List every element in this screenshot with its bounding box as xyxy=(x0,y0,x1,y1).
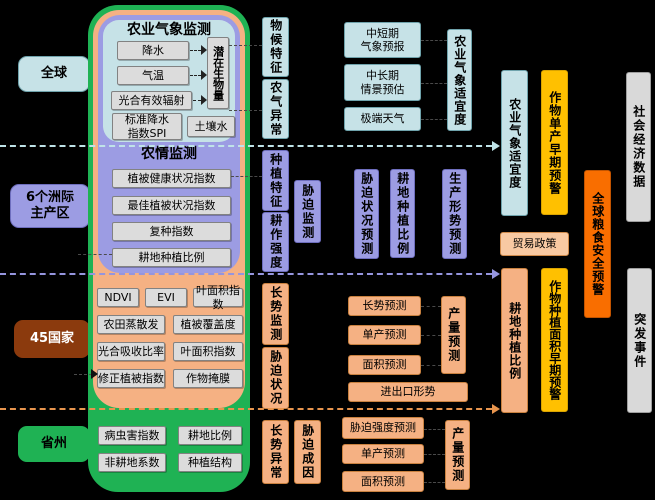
arrow-precip-biomass xyxy=(190,50,201,51)
forecast-production: 产量预测 xyxy=(441,296,466,374)
output-crop-yield-warning: 作物单产早期预警 xyxy=(541,70,568,215)
connector-area-production xyxy=(421,365,441,366)
connector-yield-production-prov xyxy=(424,454,445,455)
input-emergencies: 突发事件 xyxy=(627,268,652,413)
node-veg-health-index: 植被健康状况指数 xyxy=(112,169,231,188)
node-soil-moisture: 土壤水 xyxy=(187,116,235,137)
node-potential-biomass: 潜在生物量 xyxy=(207,37,229,109)
feature-growth-anomaly: 长势异常 xyxy=(262,420,289,484)
connector-arrowhead-black xyxy=(91,369,98,379)
agromet-title: 农业气象监测 xyxy=(127,22,211,39)
feature-stress-monitoring: 胁迫监测 xyxy=(294,180,321,243)
feature-phenology: 物候特征 xyxy=(262,17,289,77)
node-cropland-proportion: 耕地比例 xyxy=(178,426,242,445)
separator-global-continental xyxy=(0,145,492,147)
separator-arrowhead-orange xyxy=(492,404,500,414)
connector-panel-anomaly xyxy=(229,110,262,111)
node-precipitation: 降水 xyxy=(117,41,189,60)
separator-country-province xyxy=(0,408,492,410)
arrowhead xyxy=(201,45,207,55)
node-modified-veg-index: 修正植被指数 xyxy=(97,369,165,388)
arrow-temp-biomass xyxy=(190,75,201,76)
forecast-stress-intensity: 胁迫强度预测 xyxy=(342,417,424,439)
node-fpar: 光合吸收比率 xyxy=(97,342,165,361)
feature-planting-traits: 种植特征 xyxy=(262,150,289,211)
output-food-security-warning: 全球粮食安全预警 xyxy=(584,170,611,318)
node-pest-index: 病虫害指数 xyxy=(98,426,166,445)
scale-continental: 6个洲际 主产区 xyxy=(10,184,90,228)
separator-arrowhead-teal xyxy=(492,141,500,151)
forecast-yield-prov: 单产预测 xyxy=(342,444,424,464)
node-planting-structure: 种植结构 xyxy=(178,453,242,472)
forecast-production-situation: 生产形势预测 xyxy=(442,169,467,259)
forecast-area: 面积预测 xyxy=(348,355,421,375)
connector-left-modified-index xyxy=(74,374,92,375)
connector-biomass-phenology xyxy=(229,45,262,46)
scale-province: 省州 xyxy=(18,426,90,462)
forecast-import-export: 进出口形势 xyxy=(348,382,468,402)
connector-weather-suitability-2 xyxy=(421,83,447,84)
agrocondition-title: 农情监测 xyxy=(141,146,197,163)
forecast-yield: 单产预测 xyxy=(348,325,421,345)
forecast-growth: 长势预测 xyxy=(348,296,421,316)
node-temperature: 气温 xyxy=(117,66,189,85)
node-lai: 叶面积指数 xyxy=(193,284,243,311)
node-par: 光合有效辐射 xyxy=(111,91,192,110)
feature-growth-monitoring: 长势监测 xyxy=(262,283,289,345)
feature-agromet-anomaly: 农气异常 xyxy=(262,79,289,139)
node-spi: 标准降水 指数SPI xyxy=(112,113,182,140)
separator-arrowhead-purple xyxy=(492,269,500,279)
forecast-short-mid-weather: 中短期 气象预报 xyxy=(344,22,421,58)
node-best-veg-index: 最佳植被状况指数 xyxy=(112,196,231,215)
arrowhead xyxy=(201,70,207,80)
node-lai-2: 叶面积指数 xyxy=(173,342,243,361)
node-veg-cover: 植被覆盖度 xyxy=(173,315,243,334)
node-evapotranspiration: 农田蒸散发 xyxy=(97,315,165,334)
node-cropland-ratio: 耕地种植比例 xyxy=(112,248,231,267)
connector-veghealth-planting xyxy=(231,176,262,177)
connector-growth-production xyxy=(421,306,441,307)
forecast-agromet-suitability: 农业气象适宜度 xyxy=(447,29,472,131)
separator-continental-country xyxy=(0,273,492,275)
connector-stress-production-prov xyxy=(424,429,445,430)
output-crop-area-warning: 作物种植面积早期预警 xyxy=(541,268,568,412)
arrow-par-biomass xyxy=(193,100,201,101)
node-crop-mask: 作物掩膜 xyxy=(173,369,243,388)
feature-stress-status: 胁迫状况 xyxy=(262,347,289,409)
forecast-cropland-ratio: 耕地种植比例 xyxy=(390,169,415,258)
connector-weather-suitability-1 xyxy=(421,40,447,41)
feature-tillage-intensity: 耕作强度 xyxy=(262,212,289,272)
connector-yield-production xyxy=(421,335,441,336)
scale-countries: 45国家 xyxy=(14,320,90,358)
forecast-area-prov: 面积预测 xyxy=(342,471,424,492)
connector-area-production-prov xyxy=(424,482,445,483)
node-ndvi: NDVI xyxy=(97,288,139,307)
forecast-mid-long-scenario: 中长期 情景预估 xyxy=(344,64,421,101)
forecast-stress-status: 胁迫状况预测 xyxy=(354,169,379,259)
feature-stress-cause: 胁迫成因 xyxy=(294,420,321,484)
node-evi: EVI xyxy=(145,288,187,307)
node-multi-crop-index: 复种指数 xyxy=(112,222,231,241)
forecast-extreme-weather: 极端天气 xyxy=(344,107,421,131)
node-non-cropland-coef: 非耕地系数 xyxy=(98,453,166,472)
input-trade-policy: 贸易政策 xyxy=(500,232,569,256)
connector-weather-suitability-3 xyxy=(421,119,447,120)
output-agromet-suitability: 农业气象适宜度 xyxy=(501,70,528,216)
arrowhead xyxy=(201,95,207,105)
connector-left-cropland-ratio xyxy=(78,254,112,255)
forecast-production-prov: 产量预测 xyxy=(445,420,470,490)
output-cropland-ratio: 耕地种植比例 xyxy=(501,268,528,413)
scale-global: 全球 xyxy=(18,56,90,92)
input-socioeconomic-data: 社会经济数据 xyxy=(626,72,651,222)
